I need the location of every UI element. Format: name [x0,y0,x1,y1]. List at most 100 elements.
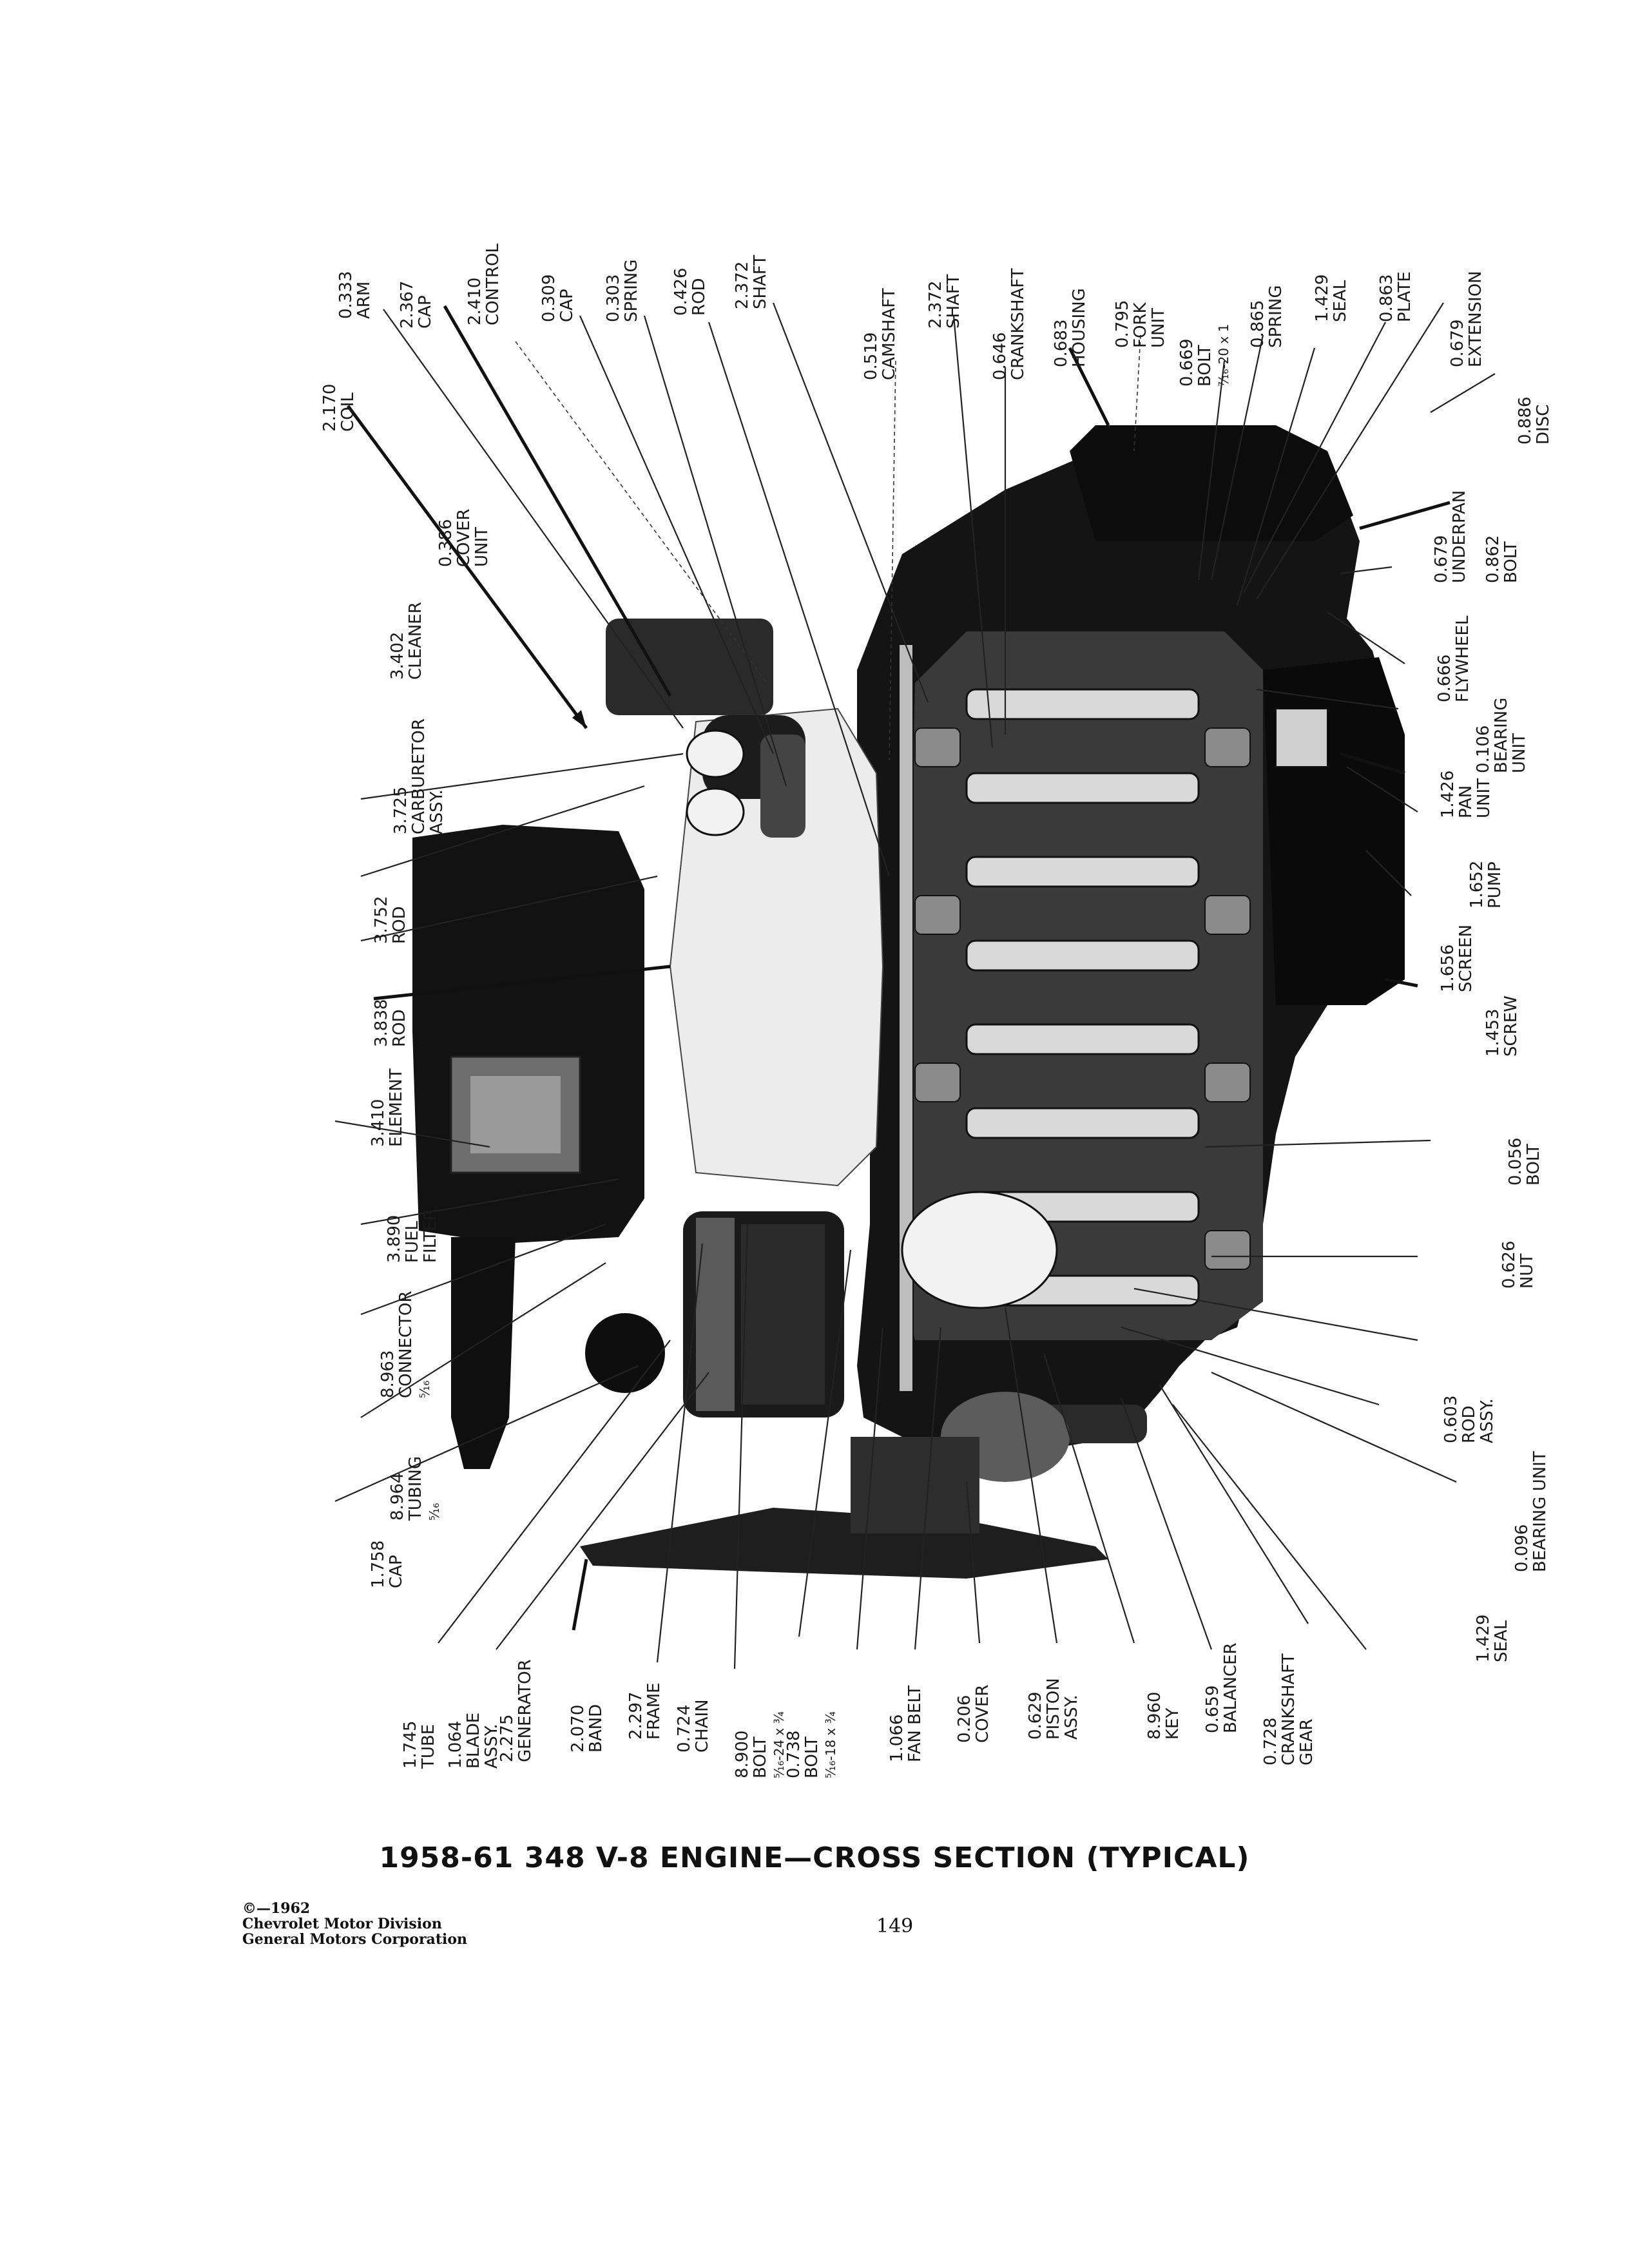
part-number: 8.964 [388,1473,407,1521]
part-name: SHAFT [751,255,770,309]
part-name: ⁷⁄₁₆-20 x 1 [1216,324,1231,387]
copyright-line: ©—1962 [242,1900,311,1917]
crankshaft-throws [965,688,1200,1307]
part-name: BOLT [1501,541,1521,583]
part-number: 0.863 [1377,274,1396,322]
part-number: 2.372 [926,281,945,329]
part-name: TUBING [406,1456,425,1521]
part-name: ASSY. [427,789,447,834]
part-number: 0.106 [1474,726,1493,773]
part-name: BALANCER [1221,1642,1240,1733]
part-name: FRAME [644,1682,664,1740]
part-name: GEAR [1297,1719,1316,1765]
part-number: 2.410 [465,278,485,325]
part-name: ASSY. [482,1724,501,1769]
part-number: 3.838 [372,999,391,1047]
crankcase-interior [902,631,1263,1340]
part-name: EXTENSION [1466,271,1485,367]
oil-pump [1275,708,1328,767]
air-cleaner [412,825,644,1244]
fuel-filter-canister [585,1313,665,1393]
part-number: 8.900 [733,1731,752,1778]
part-number: 1.745 [401,1721,420,1769]
part-number: 1.652 [1467,861,1487,908]
part-number: 0.646 [990,332,1010,380]
part-number: 0.629 [1026,1692,1045,1740]
part-number: 0.303 [604,274,623,322]
part-number: 0.096 [1512,1524,1532,1572]
part-name: CAP [387,1555,406,1588]
part-number: 0.738 [784,1731,804,1778]
part-number: 2.275 [497,1715,517,1762]
copyright-line: General Motors Corporation [242,1931,468,1948]
part-number: 2.372 [733,262,752,309]
part-number: 1.429 [1313,274,1332,322]
part-name: ASSY. [1062,1695,1081,1740]
part-number: 0.333 [336,271,356,319]
part-name: CAMSHAFT [880,288,899,380]
part-name: ⁵⁄₁₆-18 x ¾ [823,1711,838,1778]
part-name: TUBE [419,1724,438,1769]
air-tube [451,1237,516,1469]
part-name: BOLT [1195,345,1215,387]
part-number: 2.070 [568,1705,588,1753]
part-number: 0.728 [1261,1718,1280,1765]
part-name: UNIT [472,527,492,567]
part-name: FUEL [403,1221,422,1263]
part-number: 0.886 [1516,397,1535,445]
part-name: ⁵⁄₁₆-24 x ¾ [771,1711,787,1778]
part-number: 1.453 [1483,1009,1503,1057]
part-name: SCREW [1501,995,1521,1057]
part-name: CRANKSHAFT [1008,268,1028,380]
part-number: 0.679 [1432,535,1451,583]
part-number: 0.603 [1441,1396,1461,1443]
part-name: SEAL [1331,280,1350,322]
part-name: FORK [1131,302,1150,348]
part-number: 2.170 [320,384,340,432]
part-name: ⁵⁄₁₆ [417,1381,432,1398]
copyright-line: Chevrolet Motor Division [242,1916,442,1932]
part-name: ASSY. [1478,1398,1497,1443]
part-number: 0.386 [436,519,456,567]
part-number: 0.206 [955,1695,974,1743]
part-name: DISC [1534,405,1553,445]
part-name: ROD [390,906,409,944]
part-name: BLADE [464,1713,483,1769]
part-name: UNIT [1510,733,1529,773]
part-number: 0.795 [1113,300,1132,348]
part-number: 1.429 [1474,1615,1493,1662]
part-name: SCREEN [1456,925,1476,992]
part-number: 0.724 [675,1705,694,1753]
part-name: BOLT [1524,1144,1543,1186]
part-number: 2.367 [398,281,417,329]
